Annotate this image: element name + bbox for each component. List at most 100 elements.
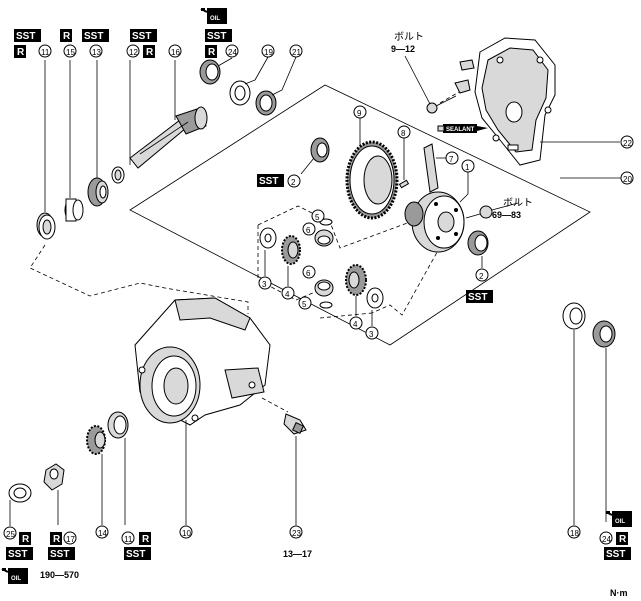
callout-9: 9 — [353, 105, 367, 119]
callout-22: 22 — [620, 135, 634, 149]
part-11-bearing-race — [36, 212, 56, 240]
sst-tag: SST — [130, 29, 157, 42]
r-tag: R — [139, 532, 151, 545]
callout-5-upper: 5 — [311, 209, 325, 223]
part-2-side-bearing-upper — [310, 137, 330, 163]
part-1-differential-case — [404, 191, 465, 253]
drain-plug-torque: 190—570 — [40, 570, 79, 580]
cover-clip — [454, 79, 471, 94]
callout-5-lower: 5 — [298, 296, 312, 310]
svg-text:R: R — [63, 31, 71, 42]
svg-text:5: 5 — [302, 300, 307, 309]
svg-text:SST: SST — [259, 176, 278, 187]
part-17-drain-plug — [43, 463, 65, 491]
callout-19: 19 — [261, 44, 275, 58]
svg-text:17: 17 — [66, 535, 75, 544]
callout-11: 11 — [38, 44, 52, 58]
part-18-deflector — [562, 302, 586, 330]
part-13-taper-bearing — [87, 177, 109, 207]
part-19-washer — [229, 80, 251, 106]
callout-11-lower: 11 — [121, 531, 135, 545]
part-21-seal — [255, 90, 277, 116]
part-10-carrier-housing — [134, 297, 271, 426]
svg-text:1: 1 — [465, 163, 470, 172]
svg-text:R: R — [142, 534, 150, 545]
sst-tag: SST — [6, 547, 33, 560]
svg-text:R: R — [53, 534, 61, 545]
callout-3-left: 3 — [258, 276, 272, 290]
part-4-side-gear-left — [281, 235, 301, 265]
oil-can-icon: OIL — [605, 511, 632, 527]
svg-text:SST: SST — [84, 31, 103, 42]
part-4-side-gear-right — [345, 264, 367, 296]
callout-10: 10 — [179, 525, 193, 539]
svg-text:SST: SST — [468, 292, 487, 303]
oil-can-icon: OIL — [200, 8, 227, 24]
ring-gear-bolt-label: ボルト — [503, 197, 533, 209]
callout-25: 25 — [3, 526, 17, 540]
svg-text:OIL: OIL — [210, 16, 220, 22]
svg-text:24: 24 — [602, 535, 611, 544]
svg-text:15: 15 — [66, 48, 75, 57]
sst-tag: SST — [124, 547, 151, 560]
svg-text:18: 18 — [570, 529, 579, 538]
svg-text:23: 23 — [292, 529, 301, 538]
callout-12: 12 — [126, 44, 140, 58]
callout-23: 23 — [289, 525, 303, 539]
part-16-drive-pinion — [129, 106, 208, 169]
ring-gear-bolt — [465, 205, 493, 219]
svg-text:8: 8 — [401, 129, 406, 138]
svg-text:13: 13 — [92, 48, 101, 57]
callout-21: 21 — [289, 44, 303, 58]
svg-text:16: 16 — [171, 48, 180, 57]
r-tag: R — [14, 45, 26, 58]
callout-1: 1 — [461, 159, 475, 173]
part-3-thrust-washer-left — [259, 227, 277, 249]
r-tag: R — [616, 532, 628, 545]
callout-17: 17 — [63, 531, 77, 545]
sealant-tube-icon: SEALANT — [437, 124, 488, 133]
svg-text:2: 2 — [479, 272, 484, 281]
svg-text:SST: SST — [50, 549, 69, 560]
part-22-rear-cover — [474, 37, 556, 166]
svg-text:11: 11 — [124, 535, 133, 544]
callout-2-upper: 2 — [287, 174, 301, 188]
svg-text:R: R — [619, 534, 627, 545]
part-12-collapsible-spacer — [111, 166, 125, 184]
svg-text:24: 24 — [228, 48, 237, 57]
part-25-gasket — [8, 483, 32, 503]
svg-text:2: 2 — [291, 178, 296, 187]
svg-text:SST: SST — [16, 31, 35, 42]
svg-text:6: 6 — [306, 226, 311, 235]
cover-bolt-torque: 9—12 — [391, 44, 415, 54]
part-11-bearing-race-lower — [107, 411, 129, 439]
sst-tag: SST — [14, 29, 41, 42]
svg-text:OIL: OIL — [615, 519, 625, 525]
part-5-pinion-washer-lower — [319, 301, 333, 309]
callout-8: 8 — [397, 125, 411, 139]
svg-text:R: R — [22, 534, 30, 545]
svg-text:9: 9 — [357, 109, 362, 118]
part-2-side-bearing-lower — [467, 230, 489, 256]
callout-7: 7 — [445, 151, 459, 165]
callout-6-upper: 6 — [302, 222, 316, 236]
svg-text:SST: SST — [126, 549, 145, 560]
sst-tag: SST — [82, 29, 109, 42]
svg-text:3: 3 — [369, 330, 374, 339]
r-tag: R — [60, 29, 72, 42]
part-7-pinion-shaft — [423, 143, 439, 193]
svg-text:SST: SST — [8, 549, 27, 560]
callout-15: 15 — [63, 44, 77, 58]
svg-text:4: 4 — [285, 290, 290, 299]
cover-bolt-label: ボルト — [394, 31, 424, 43]
part-23-switch — [283, 413, 307, 435]
callout-13: 13 — [89, 44, 103, 58]
part-6-pinion-gear-lower — [314, 279, 334, 297]
r-tag: R — [50, 532, 62, 545]
callout-4-left: 4 — [281, 286, 295, 300]
r-tag: R — [143, 45, 155, 58]
callout-20: 20 — [620, 171, 634, 185]
sst-tag: SST — [466, 290, 493, 303]
svg-text:6: 6 — [306, 269, 311, 278]
svg-text:20: 20 — [623, 175, 632, 184]
